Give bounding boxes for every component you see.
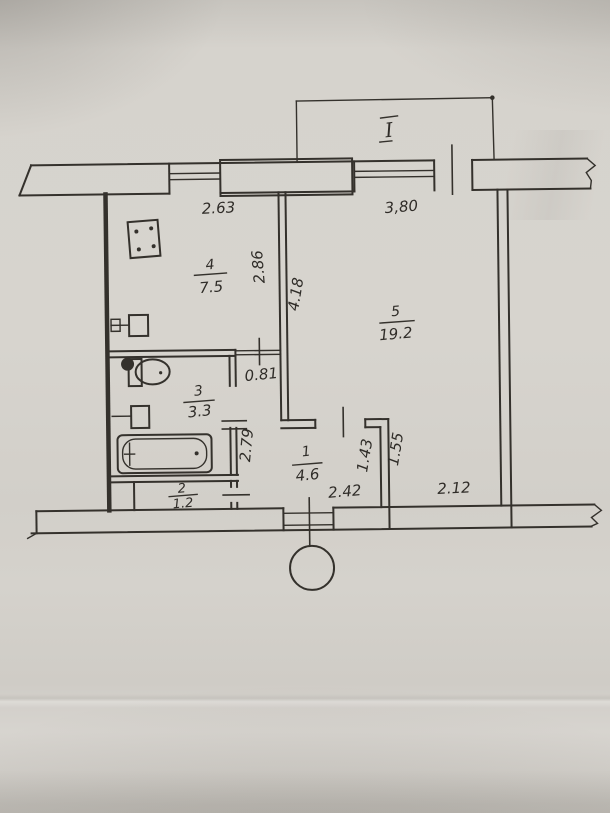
top-exterior-wall [18,157,597,198]
dim-hall-width: 2.42 [327,481,362,502]
kitchen-living-wall [277,191,290,422]
bathroom-right-wall [221,354,248,476]
bathtub-icon [116,433,213,475]
kitchen-sink-icon [110,313,150,338]
room-hall-number: 1 [301,444,312,461]
room-living-divider [379,319,415,324]
balcony-outline [295,95,495,163]
kitchen-bottom-wall [109,337,282,366]
right-exterior-wall [496,188,513,507]
room-bathroom-area: 3.3 [187,401,213,421]
room-closet-area: 1.2 [172,496,194,513]
dim-bathroom-depth: 2.79 [236,428,257,463]
room-kitchen-area: 7.5 [199,277,224,297]
dim-living-notch: 1.55 [384,431,407,467]
room-closet-number: 2 [177,481,186,497]
toilet-icon [127,357,171,388]
room-hall-divider [292,462,323,466]
room-closet-divider [168,493,198,498]
room-kitchen-number: 4 [205,257,215,274]
bottom-exterior-wall [26,503,603,540]
paper-crease [0,694,610,708]
entry-door-tick [308,497,311,547]
bathroom-closet-wall [110,473,250,512]
room-living-number: 5 [391,304,401,321]
room-living-area: 19.2 [378,324,413,345]
entry-door [289,497,336,591]
kitchen-window [168,172,222,181]
dim-hall-depth: 1.43 [353,437,376,473]
dim-living-bottom: 2.12 [437,478,471,498]
dim-living-depth: 4.18 [284,276,307,312]
balcony-label-underline [379,140,393,143]
dim-kitchen-depth: 2.86 [248,250,269,285]
living-room-window [353,144,454,195]
paper-shadow [0,770,610,813]
dim-kitchen-width: 2.63 [201,198,235,218]
room-bathroom-divider [183,399,215,404]
room-kitchen-divider [193,272,228,277]
stove-icon [126,218,162,260]
column-circle [289,544,336,591]
room-hall-area: 4.6 [295,465,321,485]
balcony-door-tick [451,144,454,195]
balcony-label-overline [379,115,399,119]
dim-living-width: 3,80 [384,196,419,217]
dim-passage-width: 0.81 [244,364,279,385]
labels: I 2.63 3,80 2.86 4.18 0.81 2.79 1.43 1.5… [168,115,471,513]
balcony-label: I [383,117,396,142]
left-wall [103,192,112,513]
washbasin-icon [111,404,151,430]
room-bathroom-number: 3 [193,383,204,400]
window-pier [219,157,354,198]
hall-living-wall [280,406,391,509]
